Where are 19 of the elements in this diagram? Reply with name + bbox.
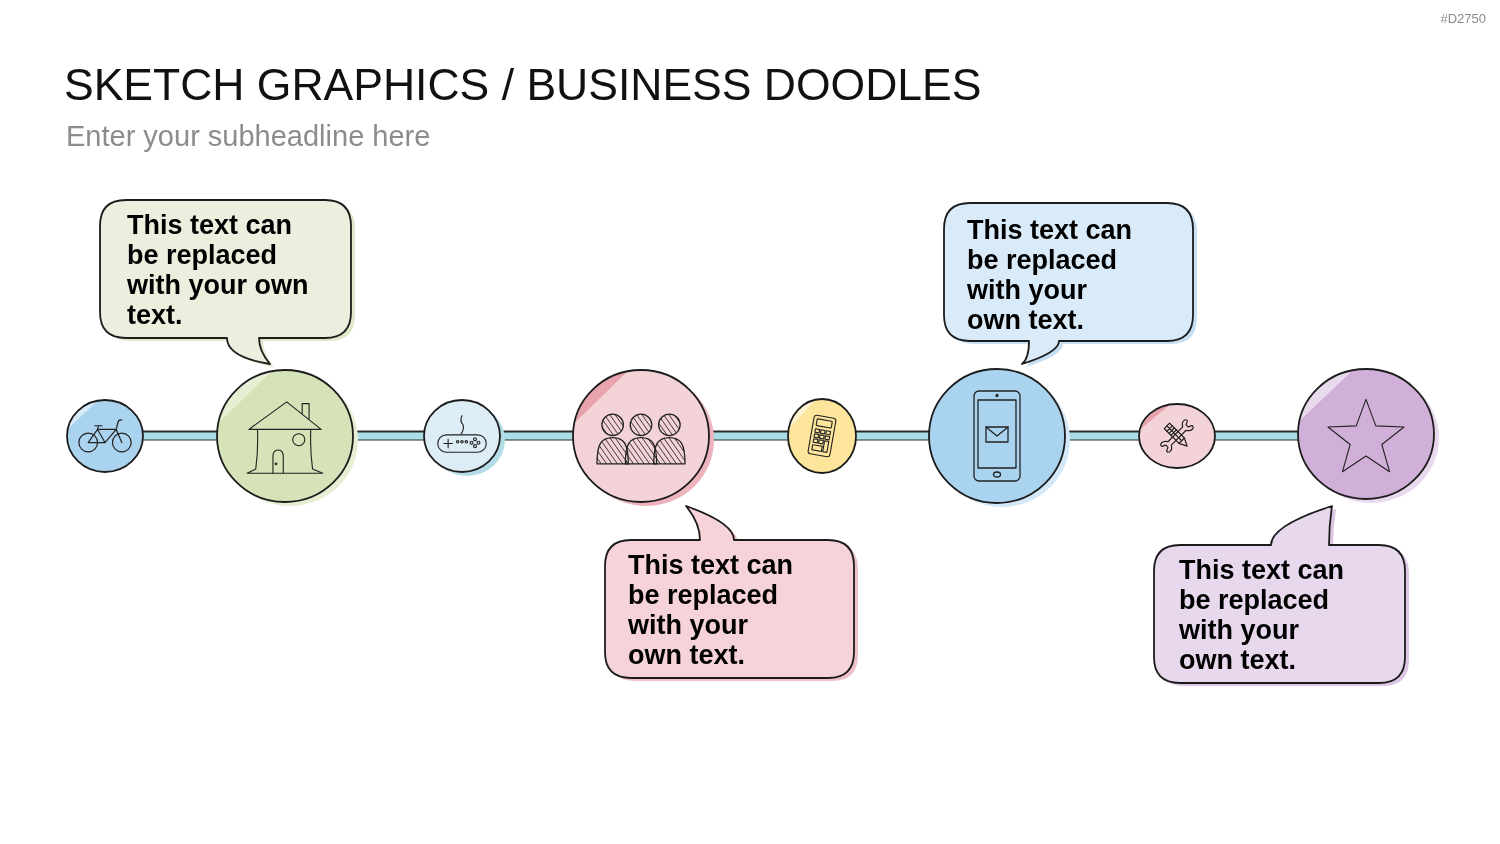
bubble-text: This text can be replaced with your own text. bbox=[967, 215, 1134, 335]
doodle-circle bbox=[215, 368, 361, 509]
bubble-text: This text can be replaced with your own text. bbox=[628, 550, 795, 670]
speech-bubble bbox=[99, 200, 357, 366]
doodle-circle bbox=[422, 398, 508, 479]
connector-line bbox=[1215, 432, 1298, 440]
speech-bubble bbox=[1153, 503, 1411, 685]
title: SKETCH GRAPHICS / BUSINESS DOODLES bbox=[64, 59, 982, 111]
doodle-circle bbox=[1296, 367, 1442, 506]
subtitle: Enter your subheadline here bbox=[66, 119, 431, 154]
slide-code: #D2750 bbox=[1440, 11, 1486, 27]
bubble-text: This text can be replaced with your own text. bbox=[127, 210, 310, 330]
bubble-text: This text can be replaced with your own text. bbox=[1179, 555, 1346, 675]
connector-line bbox=[143, 432, 217, 440]
doodle-circle bbox=[571, 368, 717, 509]
connector-line bbox=[856, 432, 929, 440]
doodle-circle bbox=[927, 367, 1073, 510]
speech-bubble bbox=[943, 203, 1199, 366]
speech-bubble bbox=[604, 502, 860, 682]
